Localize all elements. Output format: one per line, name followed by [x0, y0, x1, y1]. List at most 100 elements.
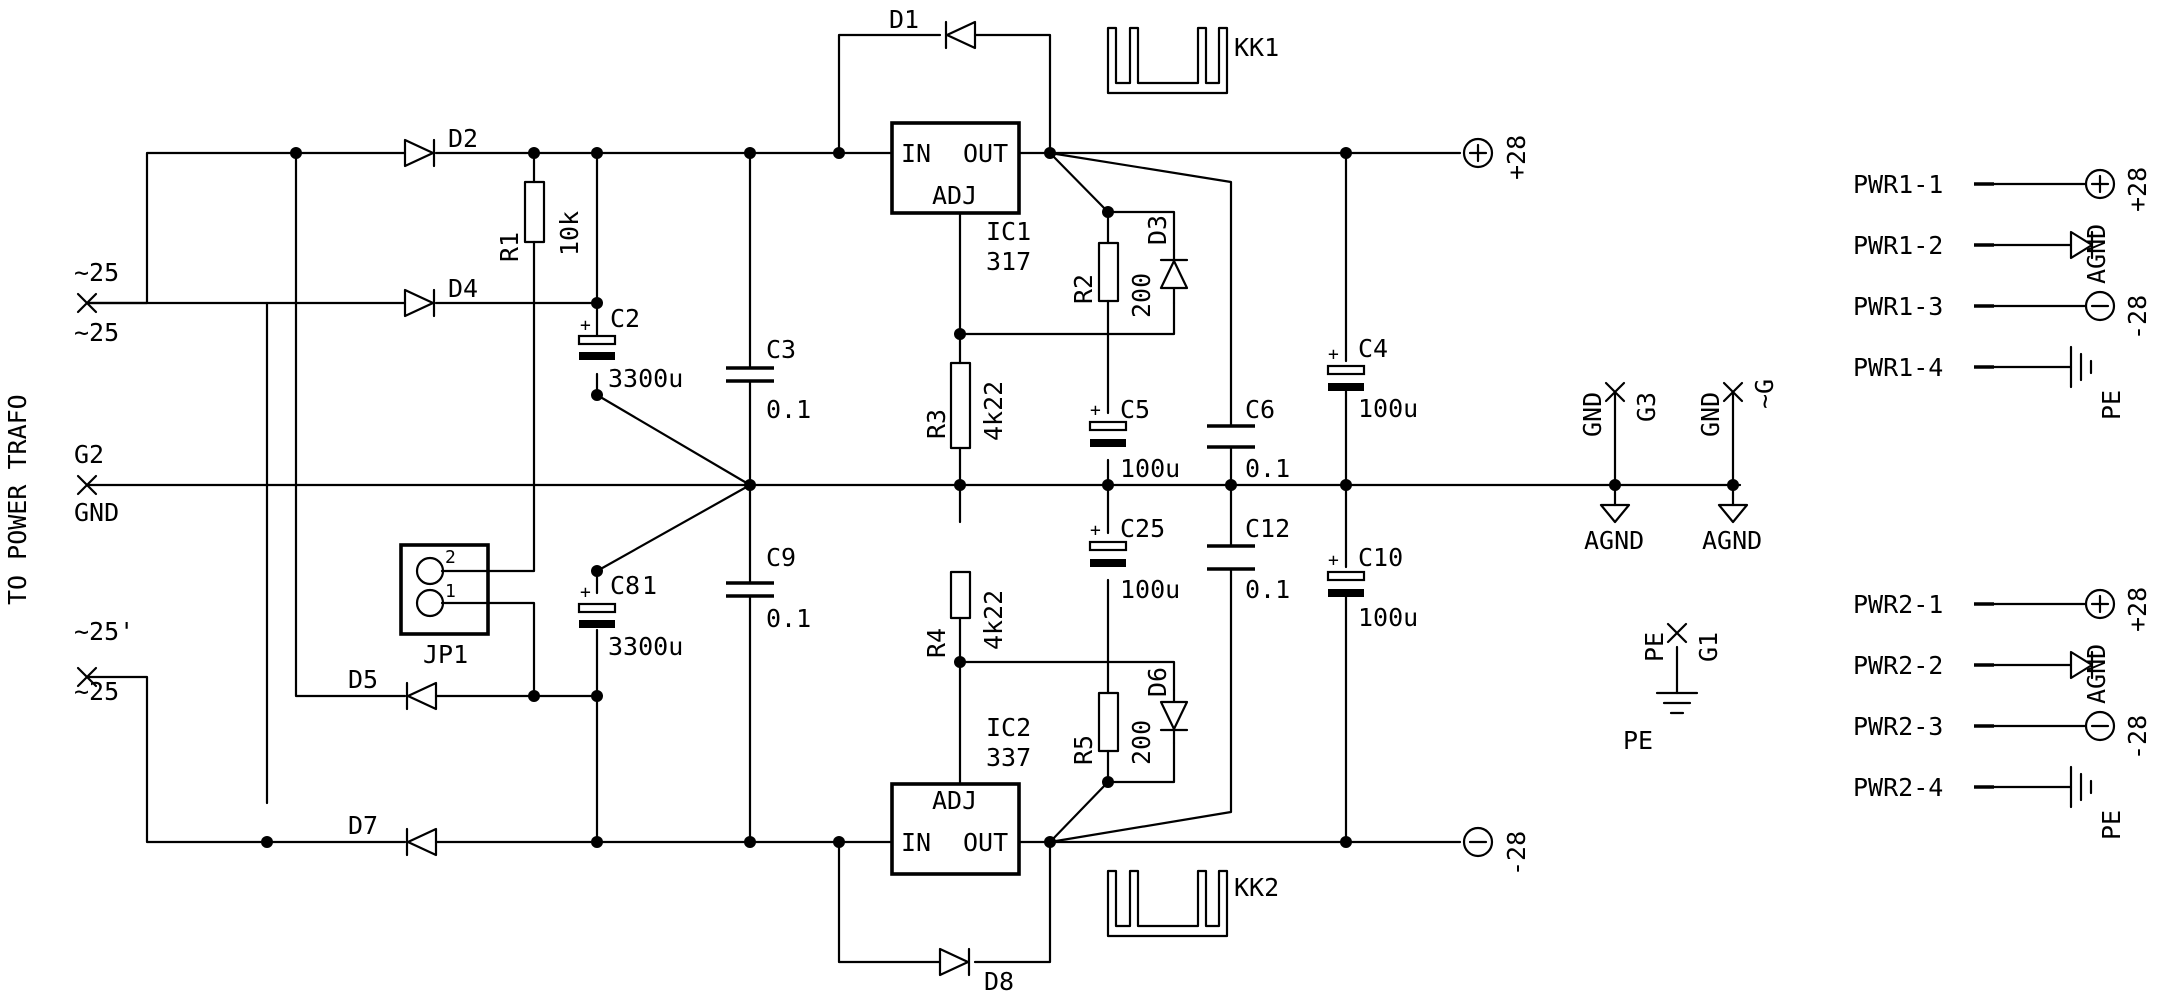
- c9-name: C9: [766, 543, 796, 572]
- r4-name: R4: [922, 628, 951, 658]
- c8-suffix: 1: [642, 571, 657, 600]
- pwr1-net-2: AGND: [2082, 224, 2111, 284]
- pwr1-net-1: +28: [2123, 167, 2152, 212]
- pwr1-pin-1: PWR1-1: [1853, 170, 1943, 199]
- connector-pwr1: PWR1-1 PWR1-2 PWR1-3 PWR1-4 +28 AGND -28…: [1853, 167, 2152, 420]
- c5-name: C5: [1120, 395, 1150, 424]
- regulator-ic2: ADJ IN OUT IC2 337: [890, 713, 1031, 876]
- ac1-label-bottom: ~25: [74, 318, 119, 347]
- capacitor-c5: + C5 100u: [1088, 395, 1180, 483]
- r3-value: 4k22: [979, 381, 1008, 441]
- ic2-in: IN: [901, 828, 931, 857]
- ic1-name: IC1: [986, 217, 1031, 246]
- pwr2-net-4: PE: [2097, 810, 2126, 840]
- pwr1-pin-3: PWR1-3: [1853, 292, 1943, 321]
- rail-positive-label: +28: [1502, 135, 1531, 180]
- ic1-value: 317: [986, 247, 1031, 276]
- capacitor-c12: C12 0.1: [1207, 514, 1290, 604]
- ground-pin-g1: PE G1 PE: [1623, 622, 1723, 755]
- c25-value: 100u: [1120, 575, 1180, 604]
- d5-label: D5: [348, 665, 378, 694]
- capacitor-c4: + C4 100u: [1326, 334, 1418, 423]
- pwr2-pin-2: PWR2-2: [1853, 651, 1943, 680]
- terminal-g2: G2 GND: [74, 440, 119, 527]
- pwr2-pin-3: PWR2-3: [1853, 712, 1943, 741]
- d7-label: D7: [348, 811, 378, 840]
- d1-label: D1: [889, 5, 919, 34]
- ac2-label-bottom: ~25: [74, 677, 119, 706]
- c10-name: C10: [1358, 543, 1403, 572]
- g3-net: GND: [1578, 392, 1607, 437]
- c6-name: C6: [1245, 395, 1275, 424]
- rail-negative-label: -28: [1502, 831, 1531, 876]
- g-net: GND: [1696, 392, 1725, 437]
- ground-pin-g3: GND G3 AGND: [1578, 381, 1661, 555]
- jumper-jp1: 2 1 JP1: [399, 543, 490, 669]
- kk1-label: KK1: [1234, 33, 1279, 62]
- r5-name: R5: [1069, 735, 1098, 765]
- d6-label: D6: [1143, 667, 1172, 697]
- g3-agnd: AGND: [1584, 526, 1644, 555]
- pwr1-pin-2: PWR1-2: [1853, 231, 1943, 260]
- ac2-label-top: ~25': [74, 617, 134, 646]
- jp1-pin1: 1: [445, 581, 456, 602]
- c25-name: C25: [1120, 514, 1165, 543]
- capacitor-c8: + C8 1 3300u: [577, 571, 683, 661]
- capacitor-c6: C6 0.1: [1207, 395, 1290, 483]
- g2-net: GND: [74, 498, 119, 527]
- c9-value: 0.1: [766, 604, 811, 633]
- diode-d3: D3: [1143, 215, 1189, 305]
- ground-pin-g: GND ~G AGND: [1696, 379, 1779, 555]
- resistor-r1: R1 10k: [495, 180, 584, 262]
- c3-value: 0.1: [766, 395, 811, 424]
- svg-text:+: +: [580, 315, 591, 336]
- ic1-out: OUT: [963, 139, 1008, 168]
- c3-name: C3: [766, 335, 796, 364]
- junction-dots: [261, 147, 1739, 848]
- g1-name: G1: [1694, 632, 1723, 662]
- pwr2-pin-1: PWR2-1: [1853, 590, 1943, 619]
- d4-label: D4: [448, 274, 478, 303]
- c12-name: C12: [1245, 514, 1290, 543]
- r1-value: 10k: [555, 211, 584, 256]
- capacitor-c10: + C10 100u: [1326, 543, 1418, 632]
- r2-name: R2: [1069, 274, 1098, 304]
- c4-name: C4: [1358, 334, 1388, 363]
- connector-pwr2: PWR2-1 PWR2-2 PWR2-3 PWR2-4 +28 AGND -28…: [1853, 587, 2152, 840]
- c4-value: 100u: [1358, 394, 1418, 423]
- heatsink-kk1: KK1: [1106, 26, 1279, 95]
- diode-d7: D7: [348, 811, 438, 857]
- ic1-in: IN: [901, 139, 931, 168]
- g-name: ~G: [1750, 379, 1779, 409]
- g3-name: G3: [1632, 392, 1661, 422]
- r4-value: 4k22: [979, 590, 1008, 650]
- r1-name: R1: [495, 232, 524, 262]
- g2-name: G2: [74, 440, 104, 469]
- rail-positive-terminal: +28: [1462, 135, 1531, 180]
- c12-value: 0.1: [1245, 575, 1290, 604]
- r3-name: R3: [922, 409, 951, 439]
- resistor-r3: R3 4k22: [922, 361, 1008, 450]
- ic1-adj: ADJ: [932, 181, 977, 210]
- diode-d8: D8: [938, 947, 1014, 996]
- d2-label: D2: [448, 124, 478, 153]
- c2-value: 3300u: [608, 364, 683, 393]
- d3-label: D3: [1143, 215, 1172, 245]
- svg-text:+: +: [1328, 550, 1339, 571]
- ic2-out: OUT: [963, 828, 1008, 857]
- c6-value: 0.1: [1245, 454, 1290, 483]
- terminal-ac1: ~25 ~25: [74, 258, 119, 347]
- g1-pe: PE: [1623, 726, 1653, 755]
- wiring: [85, 33, 1742, 964]
- c2-name: C2: [610, 304, 640, 333]
- pwr2-net-1: +28: [2123, 587, 2152, 632]
- diode-d2: D2: [403, 124, 478, 168]
- pwr2-net-3: -28: [2123, 715, 2152, 760]
- svg-text:+: +: [1090, 520, 1101, 541]
- c5-value: 100u: [1120, 454, 1180, 483]
- capacitor-c2: + C2 3300u: [577, 304, 683, 393]
- g1-net: PE: [1640, 632, 1669, 662]
- ac1-label-top: ~25: [74, 258, 119, 287]
- pwr1-net-4: PE: [2097, 390, 2126, 420]
- kk2-label: KK2: [1234, 873, 1279, 902]
